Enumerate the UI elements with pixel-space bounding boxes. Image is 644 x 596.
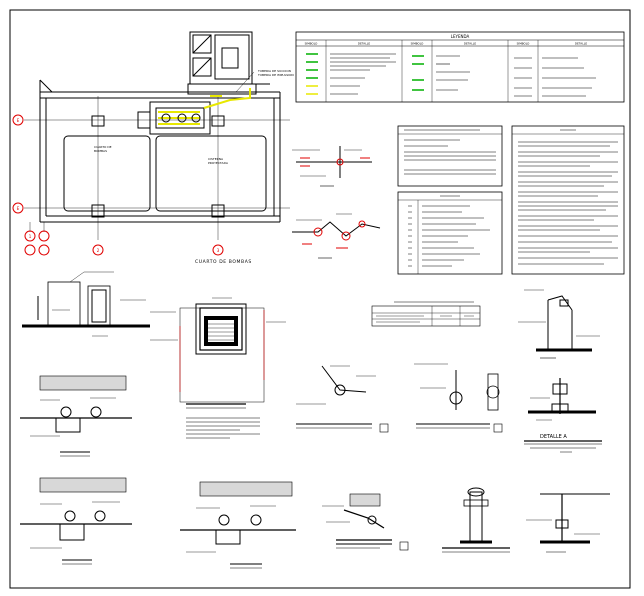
pipe-section-2 — [20, 477, 132, 565]
svg-text:DETALLE: DETALLE — [358, 42, 370, 46]
room-title: CUARTO DE BOMBAS — [195, 259, 252, 265]
pipe-section-3 — [180, 481, 296, 569]
gate-valve-detail — [414, 363, 503, 433]
grid-bubbles: E E 1 2 3 — [12, 114, 224, 256]
svg-text:BOMBAS: BOMBAS — [94, 149, 107, 153]
spec-box-characteristics — [397, 125, 503, 187]
spec-box-equipment — [397, 191, 503, 275]
valve-detail-top — [292, 146, 372, 187]
pump-house-elevation — [22, 271, 150, 337]
hydrant-detail — [442, 487, 510, 553]
svg-text:3: 3 — [217, 248, 220, 253]
svg-text:1: 1 — [29, 234, 32, 239]
wall-penetration-detail — [322, 493, 409, 551]
svg-text:SIMBOLO: SIMBOLO — [305, 42, 319, 46]
pipe-section-1 — [20, 375, 132, 457]
legend-table: LEYENDA SIMBOLO DETALLE SIMBOLO DETALLE … — [295, 31, 625, 103]
svg-text:E: E — [17, 118, 20, 123]
legend-title: LEYENDA — [451, 34, 470, 39]
check-valve-detail — [296, 365, 389, 433]
valve-detail-bottom — [292, 213, 381, 259]
riser-detail-right — [518, 289, 600, 359]
sheet-border — [9, 9, 631, 589]
svg-text:TUBERIA DE SUCCION: TUBERIA DE SUCCION — [257, 69, 291, 73]
svg-text:PROYECTADA: PROYECTADA — [208, 161, 229, 165]
detail-a: DETALLE A — [524, 378, 602, 453]
notes-box — [511, 125, 625, 275]
svg-text:SIMBOLO: SIMBOLO — [517, 42, 531, 46]
svg-text:SIMBOLO: SIMBOLO — [411, 42, 425, 46]
floor-plan: TUBERIA DE SUCCION TUBERIA DE IMPULSION … — [24, 31, 294, 265]
svg-text:TUBERIA DE IMPULSION: TUBERIA DE IMPULSION — [257, 73, 294, 77]
svg-text:CUARTO DE: CUARTO DE — [94, 145, 112, 149]
svg-text:2: 2 — [97, 248, 100, 253]
support-detail — [526, 493, 610, 553]
capacity-table — [371, 301, 481, 327]
svg-text:E: E — [17, 206, 20, 211]
svg-text:CISTERNA: CISTERNA — [208, 157, 224, 161]
detail-a-title: DETALLE A — [540, 434, 567, 440]
svg-text:DETALLE: DETALLE — [464, 42, 476, 46]
cistern-detail — [150, 297, 286, 439]
svg-text:DETALLE: DETALLE — [575, 42, 587, 46]
